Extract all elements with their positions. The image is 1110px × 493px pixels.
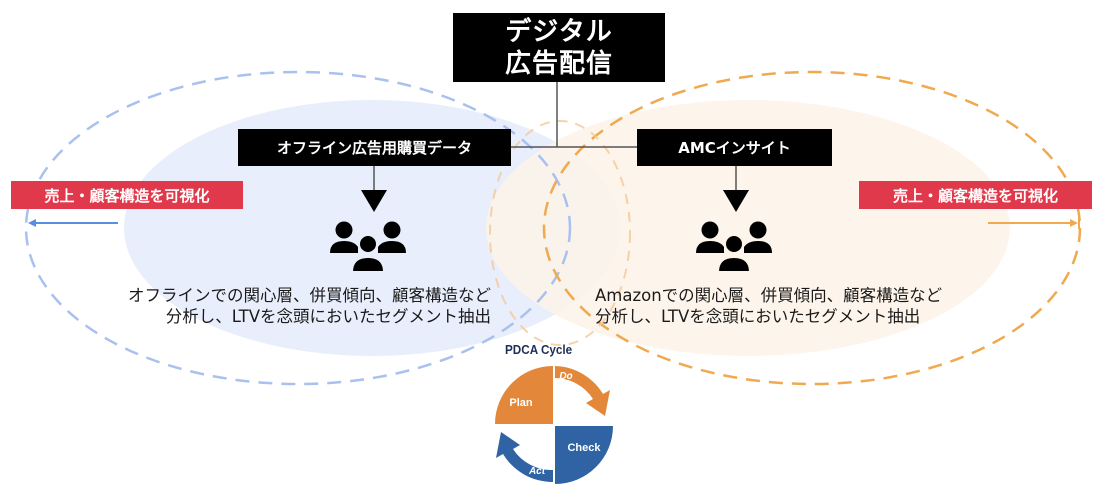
pdca-plan-quadrant <box>495 366 553 424</box>
visualize-sales-label-left: 売上・顧客構造を可視化 <box>11 181 243 209</box>
amazon-analysis-description: Amazonでの関心層、併買傾向、顧客構造など 分析し、LTVを念頭においたセグ… <box>595 285 942 327</box>
pdca-plan-label: Plan <box>509 397 533 409</box>
left-dashed-boundary <box>24 70 572 386</box>
pdca-check-quadrant <box>555 426 613 484</box>
pdca-cycle-title: PDCA Cycle <box>505 342 573 357</box>
visualize-sales-text-left: 売上・顧客構造を可視化 <box>44 186 210 205</box>
amc-insight-box: AMCインサイト <box>637 129 832 166</box>
pdca-do-label: Do <box>559 371 572 382</box>
offline-purchase-data-box: オフライン広告用購買データ <box>238 129 511 166</box>
visualize-sales-label-right: 売上・顧客構造を可視化 <box>859 181 1092 209</box>
offline-description-line1: オフラインでの関心層、併買傾向、顧客構造など <box>128 286 491 305</box>
top-box-line1: デジタル <box>505 16 613 47</box>
amc-insight-label: AMCインサイト <box>678 139 791 157</box>
right-outcome-arrowhead-icon <box>1070 219 1078 227</box>
arrow-down-right-icon <box>723 190 749 212</box>
offline-description-line2: 分析し、LTVを念頭においたセグメント抽出 <box>165 307 491 326</box>
overlap-dashed-left <box>489 120 631 346</box>
people-group-icon-right <box>696 221 772 273</box>
offline-analysis-description: オフラインでの関心層、併買傾向、顧客構造など 分析し、LTVを念頭においたセグメ… <box>128 285 491 327</box>
top-box-line2: 広告配信 <box>504 48 613 79</box>
amazon-description-line1: Amazonでの関心層、併買傾向、顧客構造など <box>595 286 943 305</box>
offline-purchase-data-label: オフライン広告用購買データ <box>276 139 472 157</box>
pdca-do-arrow <box>555 366 610 416</box>
pdca-cycle-graphic: Plan Do Check Act <box>495 366 613 484</box>
pdca-act-label: Act <box>528 466 546 477</box>
right-segment-area <box>486 100 1010 356</box>
arrow-down-left-icon <box>361 190 387 212</box>
pdca-check-label: Check <box>567 442 601 454</box>
digital-ad-delivery-box: デジタル 広告配信 <box>453 13 665 82</box>
people-group-icon-left <box>330 221 406 273</box>
left-outcome-arrowhead-icon <box>28 219 36 227</box>
amazon-description-line2: 分析し、LTVを念頭においたセグメント抽出 <box>595 307 921 326</box>
visualize-sales-text-right: 売上・顧客構造を可視化 <box>892 186 1058 205</box>
pdca-act-arrow <box>496 432 553 483</box>
